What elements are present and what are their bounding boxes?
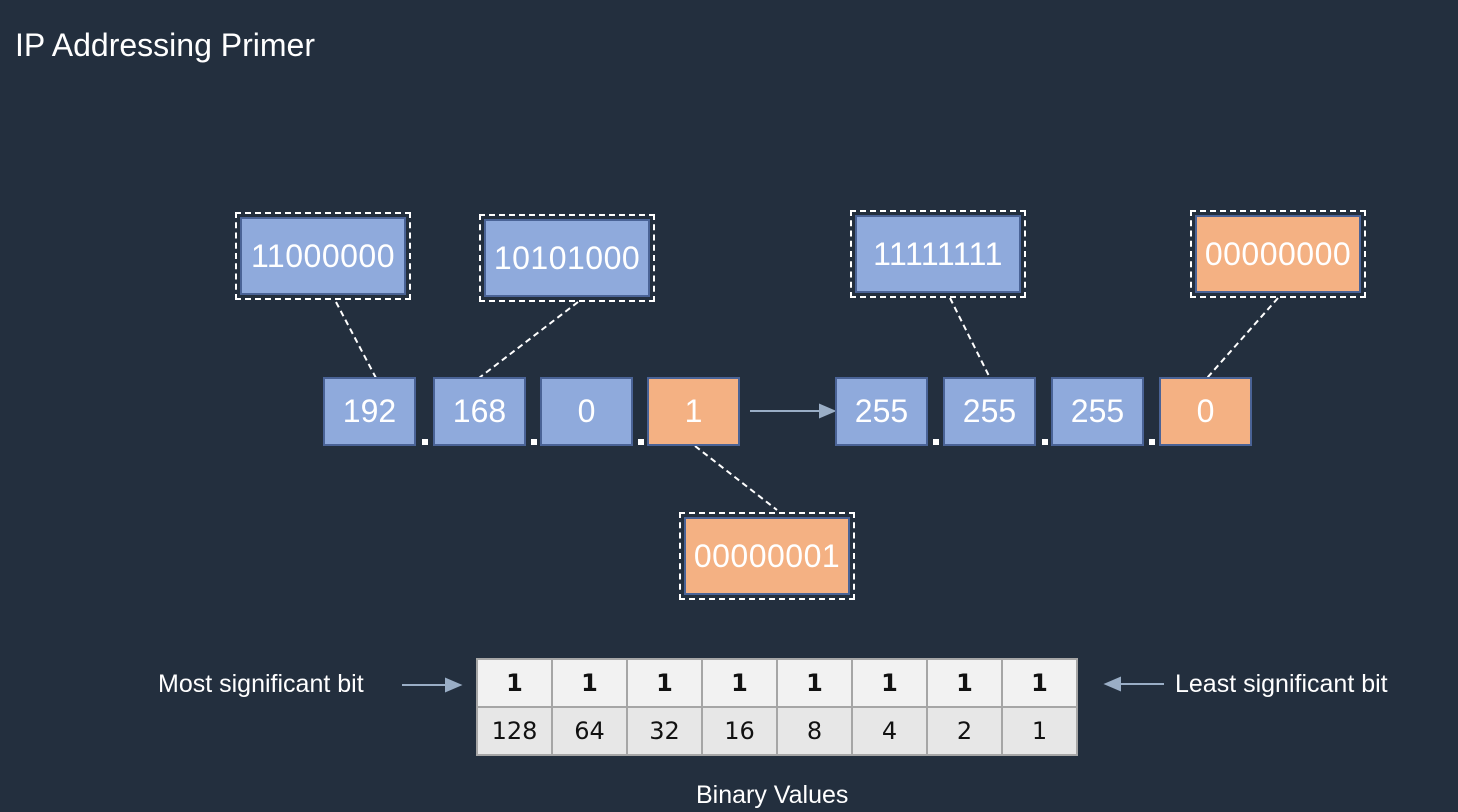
octet-separator-dot bbox=[422, 439, 428, 445]
ip-to-mask-arrowhead bbox=[819, 403, 837, 419]
bit-cell: 1 bbox=[776, 658, 853, 708]
binary-callout-mask-octet-1: 11111111 bbox=[850, 210, 1026, 298]
connector-mask-octet-1 bbox=[949, 297, 991, 379]
octet-separator-dot bbox=[933, 439, 939, 445]
octet-separator-dot bbox=[638, 439, 644, 445]
bit-cell: 1 bbox=[626, 658, 703, 708]
lsb-label: Least significant bit bbox=[1175, 670, 1388, 698]
connector-ip-octet-2 bbox=[478, 301, 579, 379]
bit-cell: 1 bbox=[476, 658, 553, 708]
place-value-cell: 1 bbox=[1001, 706, 1078, 756]
mask-octet-2: 255 bbox=[943, 377, 1036, 446]
binary-callout-ip-octet-2: 10101000 bbox=[479, 214, 655, 302]
bit-cell: 1 bbox=[1001, 658, 1078, 708]
bit-cell: 1 bbox=[851, 658, 928, 708]
octet-separator-dot bbox=[531, 439, 537, 445]
mask-octet-3: 255 bbox=[1051, 377, 1144, 446]
place-value-cell: 32 bbox=[626, 706, 703, 756]
place-value-cell: 16 bbox=[701, 706, 778, 756]
place-value-cell: 8 bbox=[776, 706, 853, 756]
place-value-cell: 64 bbox=[551, 706, 628, 756]
place-value-cell: 128 bbox=[476, 706, 553, 756]
bit-cell: 1 bbox=[701, 658, 778, 708]
msb-label: Most significant bit bbox=[158, 670, 364, 698]
ip-octet-3: 0 bbox=[540, 377, 633, 446]
slide-title: IP Addressing Primer bbox=[15, 27, 315, 63]
mask-octet-1: 255 bbox=[835, 377, 928, 446]
bit-cell: 1 bbox=[551, 658, 628, 708]
mask-octet-4: 0 bbox=[1159, 377, 1252, 446]
connector-ip-octet-4 bbox=[694, 445, 778, 511]
binary-value: 11111111 bbox=[855, 215, 1021, 293]
octet-separator-dot bbox=[1149, 439, 1155, 445]
binary-value: 00000000 bbox=[1195, 215, 1361, 293]
ip-octet-4: 1 bbox=[647, 377, 740, 446]
bit-value-table: 1 1 1 1 1 1 1 1 128 64 32 16 8 4 2 1 bbox=[476, 658, 1078, 756]
ip-octet-2: 168 bbox=[433, 377, 526, 446]
ip-octet-1: 192 bbox=[323, 377, 416, 446]
binary-value: 00000001 bbox=[684, 517, 850, 595]
place-value-cell: 4 bbox=[851, 706, 928, 756]
place-value-cell: 2 bbox=[926, 706, 1003, 756]
bit-cell: 1 bbox=[926, 658, 1003, 708]
binary-callout-ip-octet-1: 11000000 bbox=[235, 212, 411, 300]
lsb-arrowhead bbox=[1103, 676, 1121, 692]
table-caption: Binary Values bbox=[696, 781, 849, 809]
connector-ip-octet-1 bbox=[335, 301, 377, 379]
binary-value: 11000000 bbox=[240, 217, 406, 295]
place-value-row: 128 64 32 16 8 4 2 1 bbox=[476, 706, 1078, 756]
connector-mask-octet-4 bbox=[1206, 297, 1279, 379]
binary-value: 10101000 bbox=[484, 219, 650, 297]
binary-callout-ip-octet-4: 00000001 bbox=[679, 512, 855, 600]
bit-row: 1 1 1 1 1 1 1 1 bbox=[476, 658, 1078, 708]
octet-separator-dot bbox=[1042, 439, 1048, 445]
binary-callout-mask-octet-4: 00000000 bbox=[1190, 210, 1366, 298]
msb-arrowhead bbox=[445, 677, 463, 693]
